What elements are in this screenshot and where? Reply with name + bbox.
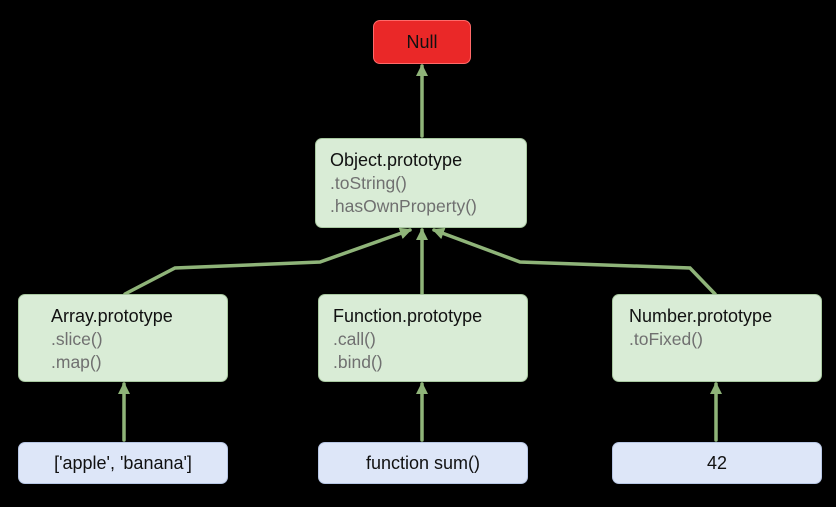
number-prototype-method: .toFixed() bbox=[629, 329, 703, 349]
object-prototype-node: Object.prototype .toString() .hasOwnProp… bbox=[315, 138, 527, 228]
array-prototype-method: .map() bbox=[51, 352, 102, 372]
function-instance-label: function sum() bbox=[365, 452, 481, 473]
edge-number-to-object bbox=[432, 227, 717, 296]
null-node: Null bbox=[373, 20, 471, 64]
array-prototype-node: Array.prototype .slice() .map() bbox=[18, 294, 228, 382]
array-prototype-title: Array.prototype bbox=[51, 306, 173, 326]
edge-array-to-object bbox=[123, 227, 412, 296]
array-prototype-method: .slice() bbox=[51, 329, 103, 349]
number-instance-label: 42 bbox=[706, 452, 728, 473]
function-prototype-node: Function.prototype .call() .bind() bbox=[318, 294, 528, 382]
function-instance-node: function sum() bbox=[318, 442, 528, 484]
number-prototype-title: Number.prototype bbox=[629, 306, 773, 326]
function-prototype-method: .bind() bbox=[333, 352, 383, 372]
null-node-label: Null bbox=[406, 31, 438, 52]
number-instance-node: 42 bbox=[612, 442, 822, 484]
function-prototype-method: .call() bbox=[333, 329, 376, 349]
object-prototype-method: .toString() bbox=[330, 173, 407, 193]
object-prototype-method: .hasOwnProperty() bbox=[330, 196, 477, 216]
array-instance-node: ['apple', 'banana'] bbox=[18, 442, 228, 484]
array-instance-label: ['apple', 'banana'] bbox=[54, 452, 192, 473]
function-prototype-title: Function.prototype bbox=[333, 306, 483, 326]
object-prototype-title: Object.prototype bbox=[330, 150, 463, 170]
number-prototype-node: Number.prototype .toFixed() bbox=[612, 294, 822, 382]
